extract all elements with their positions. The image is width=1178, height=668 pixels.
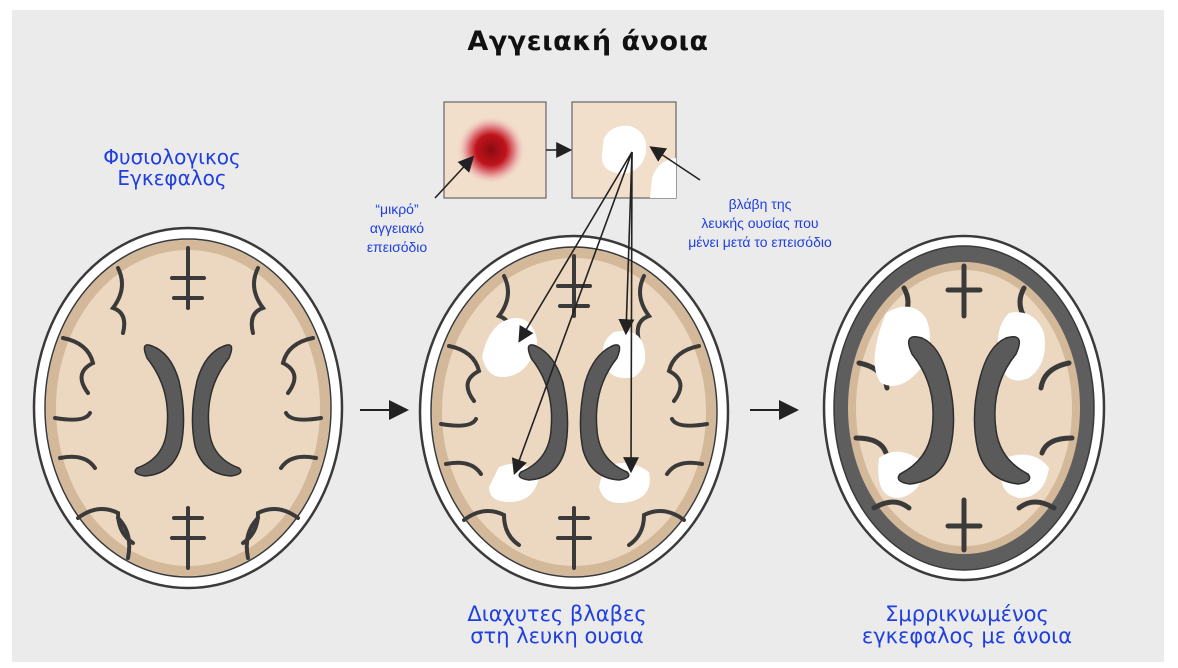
brain-diffuse-lesions: [420, 236, 728, 588]
inset-white-matter-damage: [572, 102, 676, 198]
inset-micro-event: [444, 102, 546, 198]
brain-atrophied: [824, 236, 1104, 580]
brain-normal: [34, 228, 342, 588]
